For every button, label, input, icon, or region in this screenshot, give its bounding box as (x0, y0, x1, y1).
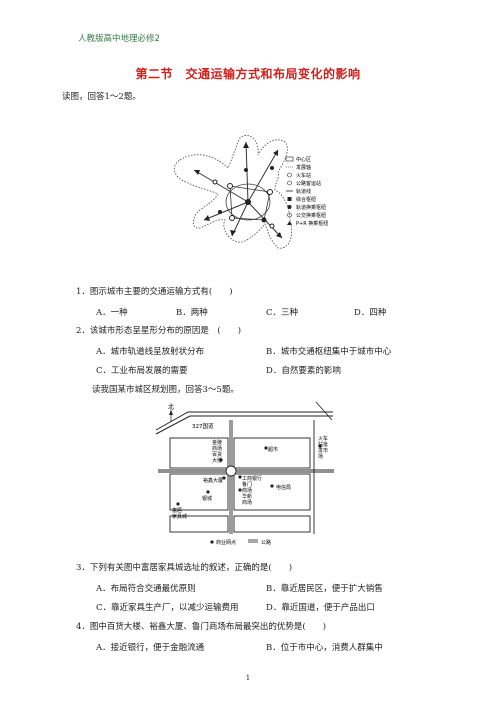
hub-node (229, 215, 235, 221)
axis-arrow (273, 150, 278, 156)
intro-2: 读我国某市城区规划图，回答3～5题。 (92, 385, 239, 395)
svg-text:金陵: 金陵 (212, 439, 222, 446)
svg-text:商业网点: 商业网点 (216, 539, 236, 546)
svg-text:百货: 百货 (212, 451, 222, 458)
axis-arrow (194, 170, 200, 175)
city-outline (173, 135, 293, 249)
svg-text:公路: 公路 (261, 539, 271, 546)
block (169, 473, 229, 511)
svg-text:火车站: 火车站 (296, 172, 311, 179)
q3-stem: 3．下列有关图中富居家具城选址的叙述，正确的是( ) (76, 563, 293, 573)
hub-node (212, 179, 218, 185)
axis-arrow (276, 232, 282, 238)
hub-node (261, 217, 267, 223)
svg-text:鲁门: 鲁门 (242, 481, 252, 488)
city-plan-map: 北 327国道 金陵 商场 百货 大楼 裕鑫大厦 工商银行 鲁门 商场 华新 商… (155, 401, 334, 546)
center-zone (225, 183, 271, 221)
q3-option-c: C．靠近家具生产厂，以减少运输费用 (96, 603, 239, 613)
svg-text:轨道换乘枢纽: 轨道换乘枢纽 (296, 204, 326, 211)
block (233, 437, 311, 469)
block (233, 515, 311, 533)
hub-node (244, 168, 248, 172)
svg-text:大楼: 大楼 (212, 457, 222, 464)
block (169, 437, 229, 469)
axis-arrow (243, 142, 249, 148)
q1-option-a: A．一种 (96, 308, 128, 318)
hub-node (245, 199, 251, 205)
q2-option-d: D．自然要素的影响 (266, 366, 341, 376)
q2-option-b: B．城市交通枢纽集中于城市中心 (266, 347, 392, 357)
svg-text:家具城: 家具城 (172, 513, 187, 520)
svg-text:P+R 换乘枢纽: P+R 换乘枢纽 (296, 220, 328, 227)
rail-line (247, 149, 279, 203)
hub-node (267, 189, 273, 195)
q3-option-b: B．靠近居民区，便于扩大销售 (266, 584, 383, 594)
star-city-map: 中心区 发展轴 火车站 公路客运站 轨道线 综合枢纽 轨道换乘枢纽 公交换乘枢纽… (173, 135, 328, 249)
q1-option-c: C．三种 (266, 308, 299, 318)
svg-text:商场: 商场 (242, 487, 252, 494)
national-road (155, 411, 333, 431)
center-roundabout (225, 465, 237, 477)
svg-text:华新: 华新 (242, 493, 252, 500)
svg-text:富居: 富居 (172, 507, 182, 514)
rail-line (231, 201, 249, 237)
svg-text:公交换乘枢纽: 公交换乘枢纽 (296, 212, 326, 219)
q4-stem: 4．图中百货大楼、裕鑫大厦、鲁门商场布局最突出的优势是( ) (76, 622, 327, 632)
q1-option-b: B．两种 (176, 308, 208, 318)
svg-text:银城: 银城 (202, 495, 212, 502)
q4-option-a: A．接近银行，便于金融流通 (96, 643, 205, 653)
national-road (155, 415, 333, 435)
svg-text:综合枢纽: 综合枢纽 (296, 196, 316, 203)
block (169, 515, 229, 533)
page-title: 第二节 交通运输方式和布局变化的影响 (135, 67, 361, 81)
q2-option-a: A．城市轨道线呈放射状分布 (96, 347, 205, 357)
hub-node (227, 183, 233, 189)
svg-text:超市: 超市 (268, 446, 278, 453)
axis-arrow (230, 230, 236, 236)
svg-text:轨道线: 轨道线 (296, 188, 311, 195)
rail-line (193, 169, 249, 203)
q1-stem: 1．图示城市主要的交通运输方式有( ) (76, 287, 233, 297)
q4-option-b: B．位于市中心，消费人群集中 (266, 643, 383, 653)
block (233, 473, 311, 511)
q1-option-d: D．四种 (354, 308, 387, 318)
page-number: 1 (245, 674, 251, 682)
rail-line (203, 201, 249, 221)
svg-text:327国道: 327国道 (192, 422, 214, 430)
svg-text:商场: 商场 (242, 499, 252, 506)
q3-option-d: D．靠近国道，便于产品出口 (266, 603, 375, 613)
road (315, 401, 333, 421)
svg-text:北: 北 (168, 403, 174, 411)
svg-text:火车: 火车 (318, 435, 328, 442)
q2-option-c: C．工业布局发展的需要 (96, 366, 188, 376)
map1-legend: 中心区 发展轴 火车站 公路客运站 轨道线 综合枢纽 轨道换乘枢纽 公交换乘枢纽… (285, 156, 328, 227)
svg-text:裕鑫大厦: 裕鑫大厦 (203, 477, 223, 484)
svg-text:中心区: 中心区 (296, 156, 311, 163)
q3-option-a: A．布局符合交通最优原则 (96, 584, 196, 594)
svg-text:公路客运站: 公路客运站 (296, 180, 321, 187)
intro-1: 读图，回答1～2题。 (62, 92, 141, 102)
svg-text:发展轴: 发展轴 (296, 164, 311, 171)
hub-node (218, 210, 222, 214)
hub-node (269, 223, 275, 229)
hub-node (270, 166, 274, 170)
rail-line (245, 141, 249, 203)
q2-stem: 2．该城市形态呈星形分布的原因是 ( ) (76, 326, 242, 336)
page-header: 人教版高中地理必修2 (78, 34, 160, 44)
svg-text:站批: 站批 (318, 441, 328, 448)
svg-text:商场: 商场 (212, 445, 222, 452)
svg-text:工商银行: 工商银行 (242, 475, 262, 482)
svg-text:场: 场 (318, 453, 323, 460)
svg-text:发市: 发市 (318, 447, 328, 454)
axis-arrow (204, 215, 210, 221)
svg-text:电信局: 电信局 (276, 484, 291, 491)
